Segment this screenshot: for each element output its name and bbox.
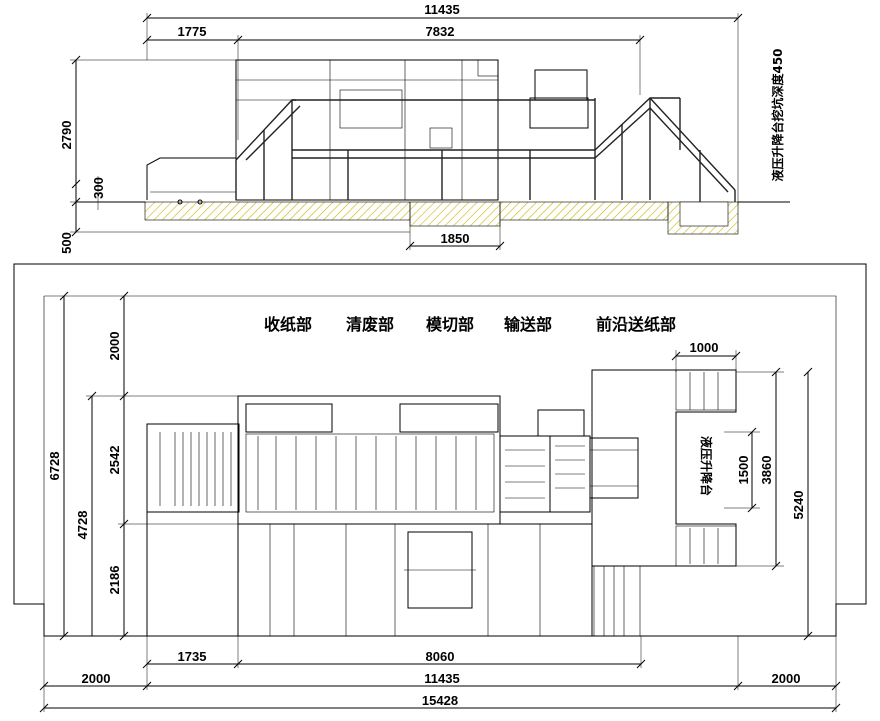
dim-bottom-clearance: 2186 bbox=[107, 566, 122, 595]
dim-total-machine: 11435 bbox=[424, 671, 459, 686]
feeder-platform bbox=[591, 369, 737, 567]
dim-main-length: 8060 bbox=[426, 649, 455, 664]
dim-feeder-length: 5240 bbox=[791, 491, 806, 520]
section-labels: 收纸部 清废部 模切部 输送部 前沿送纸部 bbox=[264, 315, 676, 334]
dim-label-platform-width: 1000 bbox=[690, 340, 719, 355]
delivery-unit bbox=[146, 423, 240, 513]
dim-delivery-length: 1735 bbox=[178, 649, 207, 664]
section-die-cutting: 模切部 bbox=[426, 315, 474, 334]
dim-label-feeder-offset: 1775 bbox=[178, 24, 207, 39]
dim-room-width: 6728 bbox=[47, 452, 62, 481]
plan-left-dims: 6728 4728 2000 2542 2186 bbox=[47, 291, 245, 641]
dim-label-height: 2790 bbox=[59, 121, 74, 150]
section-transfer: 输送部 bbox=[504, 315, 552, 334]
dim-overall-width: 4728 bbox=[75, 511, 90, 540]
dim-left-vertical: 2790 300 500 bbox=[59, 55, 410, 254]
service-platform bbox=[237, 523, 593, 637]
main-body bbox=[237, 395, 501, 525]
section-stripping: 清废部 bbox=[346, 315, 394, 334]
dim-label-pit-width: 1850 bbox=[441, 231, 470, 246]
plan-right-dims: 1500 3860 5240 bbox=[724, 367, 814, 641]
dim-top-clearance: 2000 bbox=[107, 332, 122, 361]
dim-lift-length: 3860 bbox=[759, 456, 774, 485]
dim-room-length: 15428 bbox=[422, 693, 458, 708]
dim-row-2: 1775 7832 bbox=[142, 24, 645, 140]
machine-plan bbox=[146, 369, 737, 637]
dim-label-pit-depth: 500 bbox=[59, 232, 74, 254]
pit-depth-note: 液压升降台挖坑深度450 bbox=[770, 48, 785, 181]
dim-label-machine-length: 7832 bbox=[426, 24, 455, 39]
dim-pit-width: 1850 bbox=[405, 220, 505, 251]
elevation-view: 11435 1775 7832 2790 300 500 bbox=[59, 2, 790, 254]
plan-bottom-dims: 1735 8060 2000 11435 2000 15428 bbox=[39, 636, 841, 713]
dim-machine-width: 2542 bbox=[107, 446, 122, 475]
section-delivery: 收纸部 bbox=[264, 315, 312, 334]
lift-table-label: 液压升降台 bbox=[699, 436, 714, 496]
dim-label-overall-length: 11435 bbox=[424, 2, 459, 17]
dim-platform-width: 1000 bbox=[671, 340, 741, 372]
floor-pit bbox=[76, 201, 790, 235]
plan-view: 收纸部 清废部 模切部 输送部 前沿送纸部 6728 4728 2000 254… bbox=[13, 263, 867, 713]
dim-left-clearance: 2000 bbox=[82, 671, 111, 686]
dim-lift-width: 1500 bbox=[736, 456, 751, 485]
dim-overall-length: 11435 bbox=[142, 2, 743, 205]
machine-elevation bbox=[146, 59, 736, 205]
dim-right-clearance: 2000 bbox=[772, 671, 801, 686]
section-feeder: 前沿送纸部 bbox=[596, 315, 676, 334]
dim-label-pit-step: 300 bbox=[91, 177, 106, 199]
